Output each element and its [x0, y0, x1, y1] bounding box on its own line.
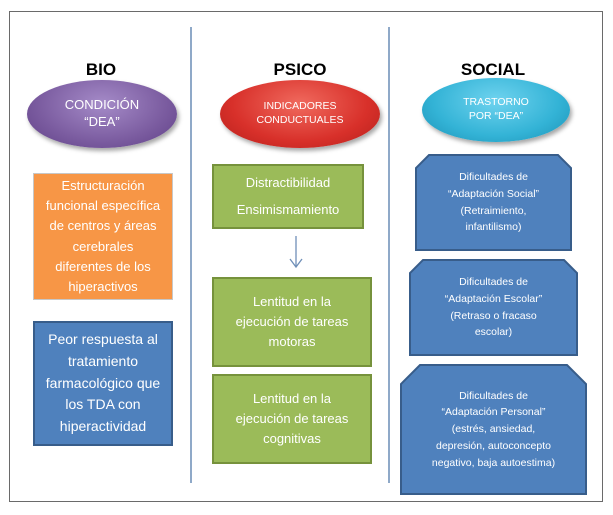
social-box-1-line-4: infantilismo): [465, 221, 522, 234]
bio-box-1-line-1: Estructuración: [61, 178, 145, 194]
bio-ellipse: CONDICIÓN “DEA”: [27, 80, 177, 148]
social-box-2-line-2: “Adaptación Escolar”: [444, 292, 543, 305]
psico-box-2-line-2: ejecución de tareas: [235, 313, 349, 329]
social-box-1-line-1: Dificultades de: [459, 170, 528, 183]
social-box-personal-adaptation: Dificultades de “Adaptación Personal” (e…: [400, 364, 587, 495]
psico-box-1-line-1: Distractibilidad: [245, 175, 331, 191]
psico-ellipse: INDICADORES CONDUCTUALES: [220, 80, 380, 148]
psico-box-motor: Lentitud en la ejecución de tareas motor…: [212, 277, 372, 367]
psico-box-3-line-3: cognitivas: [263, 431, 321, 447]
psico-box-2-line-3: motoras: [268, 334, 316, 350]
bio-box-1-line-2: funcional específica: [45, 198, 161, 214]
psico-box-2-line-1: Lentitud en la: [252, 293, 332, 309]
bio-box-2-line-2: tratamiento: [67, 352, 139, 369]
bio-ellipse-line-2: “DEA”: [84, 114, 120, 129]
column-divider-left: [190, 27, 192, 483]
social-box-2-line-3: (Retraso o fracaso: [450, 309, 537, 322]
social-box-3-line-2: “Adaptación Personal”: [441, 406, 546, 419]
bio-box-1-line-4: cerebrales: [72, 238, 134, 254]
social-box-3-line-1: Dificultades de: [459, 389, 528, 402]
bio-box-response: Peor respuesta al tratamiento farmacológ…: [33, 321, 173, 446]
social-box-2-line-1: Dificultades de: [459, 275, 528, 288]
social-box-3-line-3: (estrés, ansiedad,: [451, 423, 536, 436]
social-heading: SOCIAL: [460, 60, 526, 79]
psico-ellipse-line-1: INDICADORES: [263, 100, 337, 113]
psico-box-cognitive: Lentitud en la ejecución de tareas cogni…: [212, 374, 372, 464]
psico-box-3-line-2: ejecución de tareas: [235, 410, 349, 426]
bio-box-1-line-3: de centros y áreas: [49, 218, 157, 234]
social-ellipse-line-2: POR “DEA”: [468, 110, 524, 122]
bio-box-2-line-3: farmacológico que: [45, 374, 161, 391]
social-box-1-line-2: “Adaptación Social”: [447, 187, 540, 200]
bio-box-1-line-5: diferentes de los: [55, 258, 151, 274]
bio-box-2-line-5: hiperactividad: [59, 418, 147, 435]
social-ellipse: TRASTORNO POR “DEA”: [422, 78, 570, 142]
social-box-school-adaptation: Dificultades de “Adaptación Escolar” (Re…: [409, 259, 578, 356]
psico-box-distractibility: Distractibilidad Ensimismamiento: [212, 164, 364, 229]
social-box-1-line-3: (Retraimiento,: [460, 204, 527, 217]
bio-box-structure: Estructuración funcional específica de c…: [33, 173, 173, 300]
social-box-social-adaptation: Dificultades de “Adaptación Social” (Ret…: [415, 154, 572, 251]
social-box-3-line-5: negativo, baja autoestima): [431, 456, 556, 469]
bio-ellipse-line-1: CONDICIÓN: [64, 97, 140, 113]
psico-box-3-line-1: Lentitud en la: [252, 390, 332, 406]
bio-box-2-line-1: Peor respuesta al: [48, 331, 158, 348]
bio-heading: BIO: [85, 60, 117, 79]
bio-box-2-line-4: los TDA con: [65, 396, 141, 413]
psico-box-1-line-2: Ensimismamiento: [236, 201, 340, 217]
social-box-3-line-4: depresión, autoconcepto: [435, 439, 551, 452]
down-arrow-icon: [289, 236, 303, 269]
bio-box-1-line-6: hiperactivos: [68, 278, 138, 294]
psico-heading: PSICO: [273, 60, 327, 79]
social-box-2-line-4: escolar): [474, 326, 513, 339]
psico-ellipse-line-2: CONDUCTUALES: [256, 114, 344, 126]
column-divider-right: [388, 27, 390, 483]
social-ellipse-line-1: TRASTORNO: [463, 96, 529, 109]
